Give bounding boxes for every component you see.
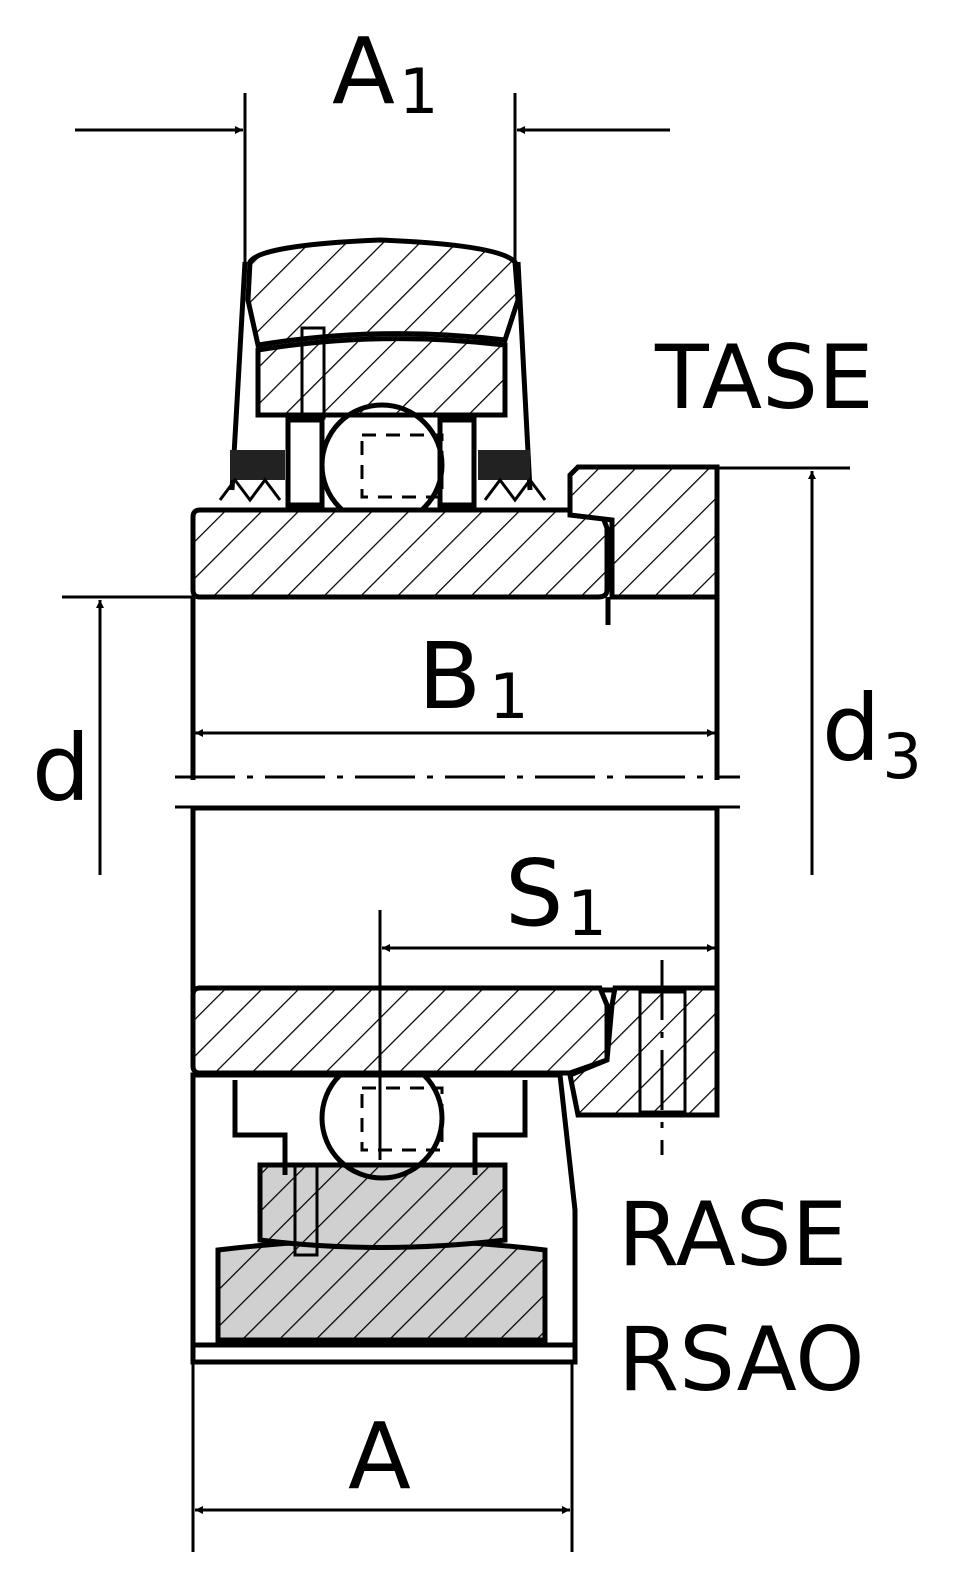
shaft-section bbox=[190, 805, 720, 993]
inner-ring-top bbox=[190, 507, 610, 600]
variant-label-tase: TASE bbox=[654, 326, 874, 429]
seal-left bbox=[230, 450, 285, 480]
outer-ring-top bbox=[255, 336, 508, 418]
collar-top bbox=[567, 464, 720, 600]
cage-left bbox=[285, 417, 325, 508]
housing-outer-ring-bottom bbox=[215, 1237, 548, 1343]
dimension-lines bbox=[62, 93, 850, 1552]
tase-section bbox=[190, 237, 720, 625]
outer-ring-bottom bbox=[257, 1162, 508, 1250]
variant-label-rase: RASE bbox=[618, 1183, 847, 1286]
dim-label-a: A bbox=[348, 1403, 411, 1510]
dim-label-d: d bbox=[32, 715, 90, 822]
ball-top bbox=[319, 402, 445, 528]
dim-label-a1: A1 bbox=[332, 18, 438, 128]
seal-right bbox=[478, 450, 530, 480]
dim-label-s1: S1 bbox=[505, 840, 607, 950]
variant-label-rsao: RSAO bbox=[618, 1308, 865, 1411]
dim-label-d3: d3 bbox=[822, 675, 922, 793]
inner-ring-bottom bbox=[190, 985, 610, 1076]
housing-outer-ring bbox=[245, 237, 521, 348]
rase-section bbox=[190, 805, 720, 1365]
collar-bottom bbox=[567, 985, 720, 1118]
cage-right bbox=[437, 417, 477, 508]
